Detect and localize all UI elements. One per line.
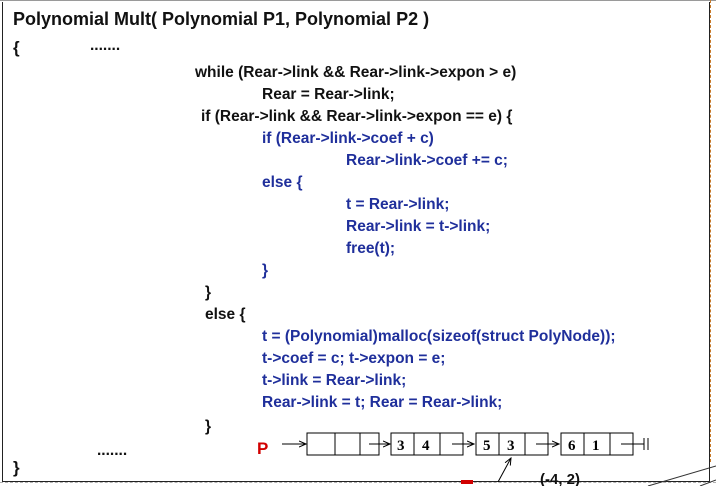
code-line-if-coef: if (Rear->link->coef + c) [262, 130, 434, 147]
dashed-guide-right [710, 0, 711, 462]
top-rule [0, 0, 716, 1]
code-line-rear-link-t: Rear->link = t; Rear = Rear->link; [262, 394, 503, 411]
node-expon: 4 [422, 438, 430, 454]
node-coef: 3 [397, 438, 405, 454]
corner-line [699, 479, 716, 486]
code-line-malloc: t = (Polynomial)malloc(sizeof(struct Pol… [262, 328, 616, 345]
node-expon: 3 [507, 438, 515, 454]
insert-arrow [497, 458, 511, 483]
node-coef: 6 [568, 438, 576, 454]
function-signature: Polynomial Mult( Polynomial P1, Polynomi… [13, 9, 430, 29]
code-line-while: while (Rear->link && Rear->link->expon >… [195, 64, 517, 81]
code-line-t-link: t->link = Rear->link; [262, 372, 407, 389]
code-line-else-inner: else { [262, 174, 303, 191]
red-pointer-mark [461, 480, 473, 484]
code-line-t-assign: t = Rear->link; [346, 196, 450, 213]
dashed-guide-bottom [0, 482, 716, 483]
code-line-free: free(t); [346, 240, 396, 257]
code-line-rear-advance: Rear = Rear->link; [262, 86, 395, 103]
code-line-link-skip: Rear->link = t->link; [346, 218, 491, 235]
open-brace: { [13, 38, 20, 57]
list-node: 3 4 [390, 432, 464, 456]
code-line-if-equal: if (Rear->link && Rear->link->expon == e… [201, 108, 513, 125]
code-line-else-outer: else { [205, 306, 246, 323]
code-line-close-if: } [205, 284, 212, 301]
list-node [306, 432, 380, 456]
slide-frame [2, 2, 710, 482]
corner-line [647, 465, 716, 486]
node-expon: 1 [592, 438, 600, 454]
null-terminator [621, 438, 649, 450]
code-line-close-inner: } [262, 262, 269, 279]
ellipsis-top: ....... [90, 37, 121, 54]
ellipsis-bottom: ....... [97, 442, 128, 459]
code-line-close-else: } [205, 418, 212, 435]
list-head-label: P [257, 439, 269, 458]
node-coef: 5 [483, 438, 491, 454]
close-brace: } [13, 458, 20, 477]
code-line-coef-add: Rear->link->coef += c; [346, 152, 508, 169]
code-line-set-fields: t->coef = c; t->expon = e; [262, 350, 446, 367]
new-term-annotation: (-4, 2) [540, 471, 580, 486]
